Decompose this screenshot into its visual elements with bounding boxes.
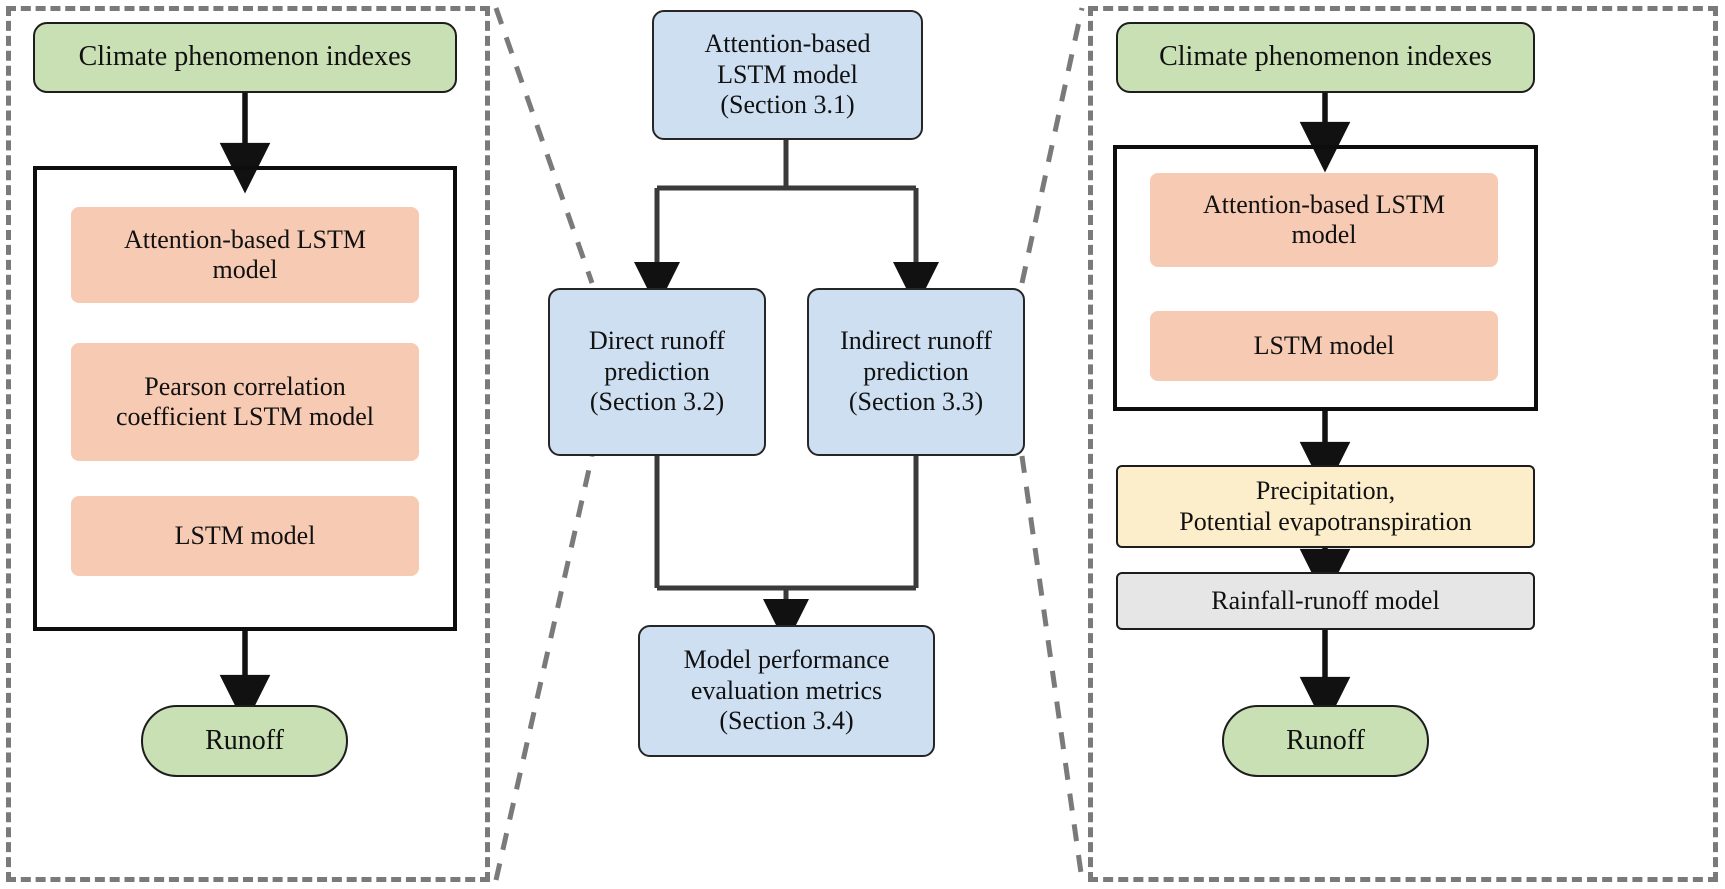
left-input-climate-indexes[interactable]: Climate phenomenon indexes [33, 22, 457, 93]
right-intermediate-precipitation-pet[interactable]: Precipitation, Potential evapotranspirat… [1116, 465, 1535, 548]
right-output-runoff[interactable]: Runoff [1222, 705, 1429, 777]
right-model-item-attention-lstm[interactable]: Attention-based LSTM model [1150, 173, 1498, 267]
left-model-item-lstm[interactable]: LSTM model [71, 496, 419, 576]
middle-root-attention-lstm-section-3-1[interactable]: Attention-based LSTM model (Section 3.1) [652, 10, 923, 140]
middle-branch-indirect-runoff-section-3-3[interactable]: Indirect runoff prediction (Section 3.3) [807, 288, 1025, 456]
left-output-runoff[interactable]: Runoff [141, 705, 348, 777]
right-input-climate-indexes[interactable]: Climate phenomenon indexes [1116, 22, 1535, 93]
right-model-item-lstm[interactable]: LSTM model [1150, 311, 1498, 381]
right-panel-dashed-frame [1088, 6, 1718, 882]
left-panel-dashed-frame [6, 6, 490, 882]
left-model-item-pearson-lstm[interactable]: Pearson correlation coefficient LSTM mod… [71, 343, 419, 461]
middle-result-evaluation-metrics-section-3-4[interactable]: Model performance evaluation metrics (Se… [638, 625, 935, 757]
left-model-item-attention-lstm[interactable]: Attention-based LSTM model [71, 207, 419, 303]
right-rainfall-runoff-model[interactable]: Rainfall-runoff model [1116, 572, 1535, 630]
middle-branch-direct-runoff-section-3-2[interactable]: Direct runoff prediction (Section 3.2) [548, 288, 766, 456]
